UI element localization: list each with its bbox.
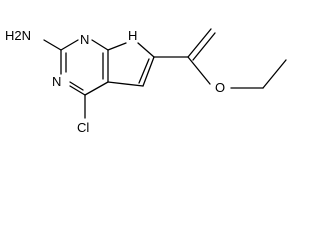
pyrrole-ring — [107, 42, 155, 87]
ester-oxygen-label: O — [215, 80, 225, 95]
atom-labels: H2N N N H Cl O — [5, 28, 225, 135]
bond-c6-c5-inner — [138, 58, 150, 84]
ring-nitrogen-left-label: N — [52, 74, 61, 89]
bond-carbonyl-ester-o — [187, 56, 211, 85]
bond-nh-c6 — [137, 42, 155, 58]
pyrrole-nh-label: H — [128, 28, 137, 43]
bond-n3-c7a — [91, 39, 109, 51]
bond-c4-n1 — [69, 85, 86, 96]
bond-c4a-c4 — [84, 81, 109, 96]
amine-label: H2N — [5, 28, 31, 43]
chloro-label: Cl — [77, 120, 89, 135]
bond-c5-c4a — [107, 81, 144, 87]
bond-carbonyl-o-double-inner — [192, 32, 216, 61]
bond-c2-nh2 — [43, 39, 62, 51]
ethyl-ester — [153, 28, 287, 89]
pyrimidine-ring — [43, 39, 109, 119]
bond-c2-n3 — [60, 39, 79, 51]
molecule-drawing: H2N N N H Cl O — [5, 28, 287, 135]
ring-nitrogen-top-label: N — [80, 32, 89, 47]
bond-c7a-nh — [107, 42, 127, 51]
bond-carbonyl-o-double — [187, 28, 212, 58]
bond-c4-n1-inner — [69, 81, 84, 91]
bond-c6-c5 — [142, 56, 155, 87]
bond-ch2-ch3 — [262, 59, 287, 89]
structure-diagram: H2N N N H Cl O — [5, 28, 287, 135]
